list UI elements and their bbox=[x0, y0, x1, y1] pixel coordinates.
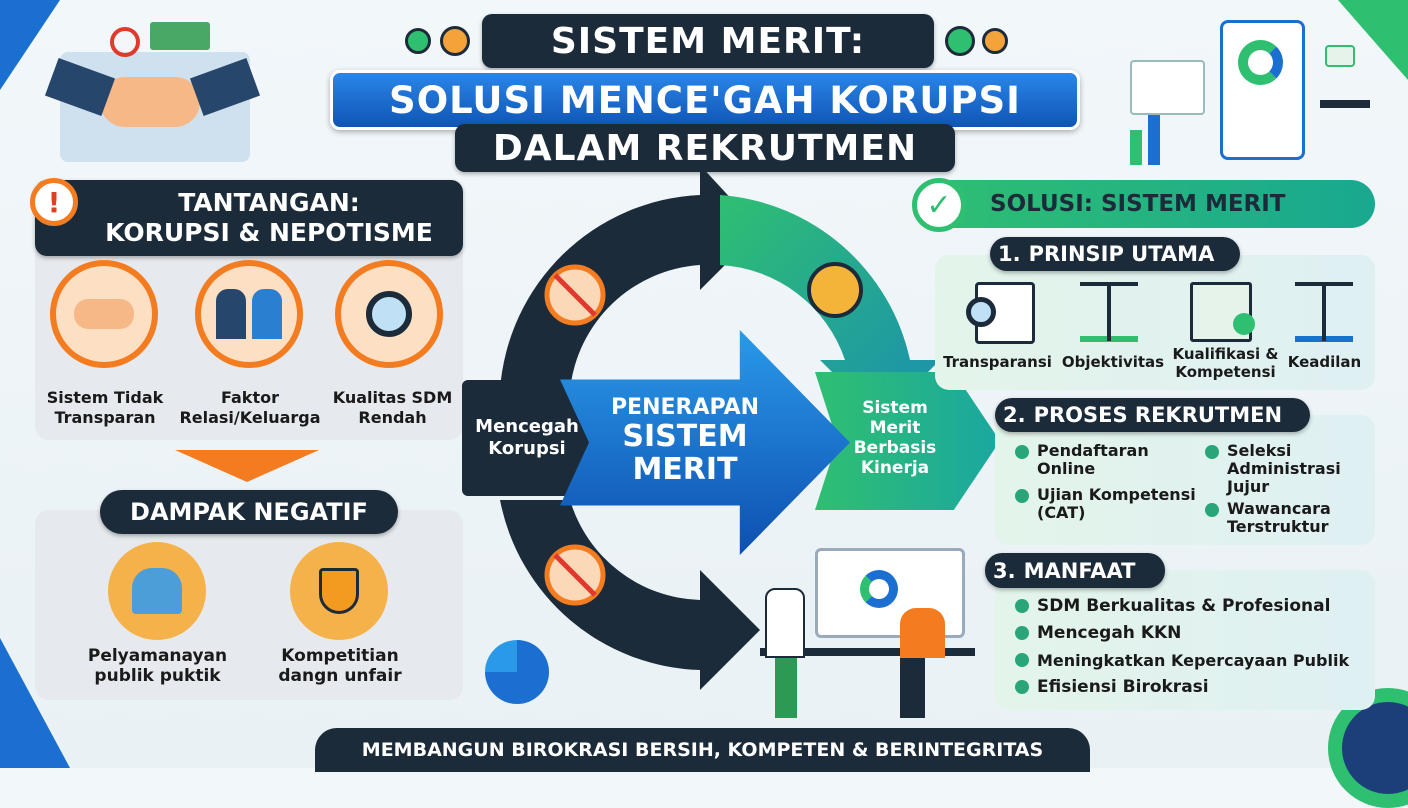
title-line-3: DALAM REKRUTMEN bbox=[455, 124, 955, 172]
implementation-title: SISTEM MERIT bbox=[622, 419, 748, 487]
bullet-icon bbox=[1015, 489, 1029, 503]
handshake-laptop-illustration bbox=[40, 22, 270, 162]
process-item: Pendaftaran Online bbox=[1015, 442, 1205, 496]
benefits-panel bbox=[995, 570, 1375, 710]
bullet-icon bbox=[1205, 445, 1219, 459]
footer-banner: MEMBANGUN BIROKRASI BERSIH, KOMPETEN & B… bbox=[315, 728, 1090, 772]
principle-label: Transparansi bbox=[943, 353, 1052, 371]
award-badge-icon bbox=[405, 28, 431, 54]
dashboard-analytics-illustration bbox=[1120, 20, 1380, 170]
pie-chart-decoration bbox=[485, 640, 549, 704]
challenge-header-text: TANTANGAN: KORUPSI & NEPOTISME bbox=[105, 188, 433, 247]
principles-header: 1. PRINSIP UTAMA bbox=[990, 237, 1240, 271]
process-item: Ujian Kompetensi (CAT) bbox=[1015, 486, 1205, 536]
scale-icon bbox=[1080, 282, 1138, 342]
benefits-header: 3. MANFAAT bbox=[985, 553, 1165, 588]
merit-medal-icon bbox=[807, 262, 863, 318]
title-line-1-text: SISTEM MERIT: bbox=[550, 20, 866, 62]
bullet-icon bbox=[1015, 626, 1029, 640]
benefit-item-text: Efisiensi Birokrasi bbox=[1037, 677, 1209, 697]
public-service-icon bbox=[108, 542, 206, 640]
impact-header-text: DAMPAK NEGATIF bbox=[130, 498, 368, 526]
impact-panel bbox=[35, 510, 463, 700]
award-badge-icon bbox=[982, 28, 1008, 54]
warning-icon: ! bbox=[30, 178, 78, 226]
process-item-text: Pendaftaran Online bbox=[1037, 441, 1149, 478]
bullet-icon bbox=[1205, 503, 1219, 517]
family-relation-icon bbox=[195, 260, 303, 368]
process-header: 2. PROSES REKRUTMEN bbox=[995, 398, 1310, 432]
benefit-item-text: Meningkatkan Kepercayaan Publik bbox=[1037, 651, 1350, 670]
process-title: PROSES REKRUTMEN bbox=[1033, 403, 1283, 427]
process-item-text: Ujian Kompetensi (CAT) bbox=[1037, 485, 1196, 522]
benefits-list: SDM Berkualitas & Profesional Mencegah K… bbox=[1015, 596, 1375, 698]
benefit-item: Meningkatkan Kepercayaan Publik bbox=[1015, 650, 1375, 671]
principle-label: Keadilan bbox=[1287, 353, 1362, 371]
benefit-item: SDM Berkualitas & Profesional bbox=[1015, 596, 1375, 617]
corner-decoration-tl bbox=[0, 0, 60, 90]
benefit-item-text: Mencegah KKN bbox=[1037, 623, 1182, 643]
benefit-item: Mencegah KKN bbox=[1015, 623, 1375, 644]
principle-label: Kualifikasi & Kompetensi bbox=[1172, 345, 1279, 381]
benefit-item: Efisiensi Birokrasi bbox=[1015, 677, 1375, 698]
prevent-corruption-text: Mencegah Korupsi bbox=[475, 416, 579, 459]
award-badge-icon bbox=[440, 26, 470, 56]
footer-text: MEMBANGUN BIROKRASI BERSIH, KOMPETEN & B… bbox=[361, 739, 1044, 761]
title-line-2-text: SOLUSI MENCE'GAH KORUPSI bbox=[389, 78, 1021, 122]
challenge-label: Kualitas SDM Rendah bbox=[332, 388, 453, 427]
trophy-scale-icon bbox=[290, 542, 388, 640]
process-item: Seleksi Administrasi Jujur bbox=[1205, 442, 1355, 496]
magnifier-document-icon bbox=[966, 282, 1035, 344]
merit-based-performance-text: Sistem Merit Berbasis Kinerja bbox=[853, 398, 937, 478]
process-panel bbox=[995, 415, 1375, 545]
benefit-item-text: SDM Berkualitas & Profesional bbox=[1037, 596, 1331, 616]
cycle-arc-top-dark bbox=[500, 170, 760, 390]
challenge-header: TANTANGAN: KORUPSI & NEPOTISME bbox=[35, 180, 463, 256]
process-item: Wawancara Terstruktur bbox=[1205, 500, 1355, 536]
principle-label: Objektivitas bbox=[1061, 353, 1165, 371]
principles-num: 1. bbox=[998, 242, 1021, 266]
bullet-icon bbox=[1015, 653, 1029, 667]
certificate-icon bbox=[1190, 282, 1255, 342]
merit-cycle-diagram bbox=[500, 170, 940, 690]
challenge-label: Faktor Relasi/Keluarga bbox=[179, 388, 321, 427]
check-icon: ✓ bbox=[912, 178, 966, 232]
bullet-icon bbox=[1015, 680, 1029, 694]
team-working-illustration bbox=[760, 548, 980, 728]
benefits-num: 3. bbox=[993, 558, 1016, 583]
impact-header: DAMPAK NEGATIF bbox=[100, 490, 398, 534]
solution-header: SOLUSI: SISTEM MERIT bbox=[915, 180, 1375, 228]
process-item-text: Seleksi Administrasi Jujur bbox=[1227, 441, 1341, 496]
resume-search-icon bbox=[335, 260, 443, 368]
implementation-label: PENERAPAN bbox=[610, 395, 760, 420]
justice-scale-icon bbox=[1295, 282, 1353, 342]
bullet-icon bbox=[1015, 599, 1029, 613]
title-line-1: SISTEM MERIT: bbox=[482, 14, 934, 68]
down-arrow-icon bbox=[175, 450, 319, 482]
bullet-icon bbox=[1015, 445, 1029, 459]
solution-header-text: SOLUSI: SISTEM MERIT bbox=[990, 191, 1286, 217]
principles-title: PRINSIP UTAMA bbox=[1028, 242, 1215, 266]
process-num: 2. bbox=[1003, 403, 1026, 427]
impact-label: Pelyamanayan publik puktik bbox=[87, 646, 228, 686]
process-item-text: Wawancara Terstruktur bbox=[1227, 499, 1331, 536]
impact-label: Kompetitian dangn unfair bbox=[278, 646, 402, 686]
handshake-money-icon bbox=[50, 260, 158, 368]
challenge-label: Sistem Tidak Transparan bbox=[46, 388, 164, 427]
benefits-title: MANFAAT bbox=[1023, 558, 1136, 583]
title-line-2: SOLUSI MENCE'GAH KORUPSI bbox=[330, 70, 1080, 130]
award-badge-icon bbox=[945, 26, 975, 56]
title-line-3-text: DALAM REKRUTMEN bbox=[492, 127, 918, 169]
process-list: Pendaftaran Online Seleksi Administrasi … bbox=[1015, 442, 1365, 536]
